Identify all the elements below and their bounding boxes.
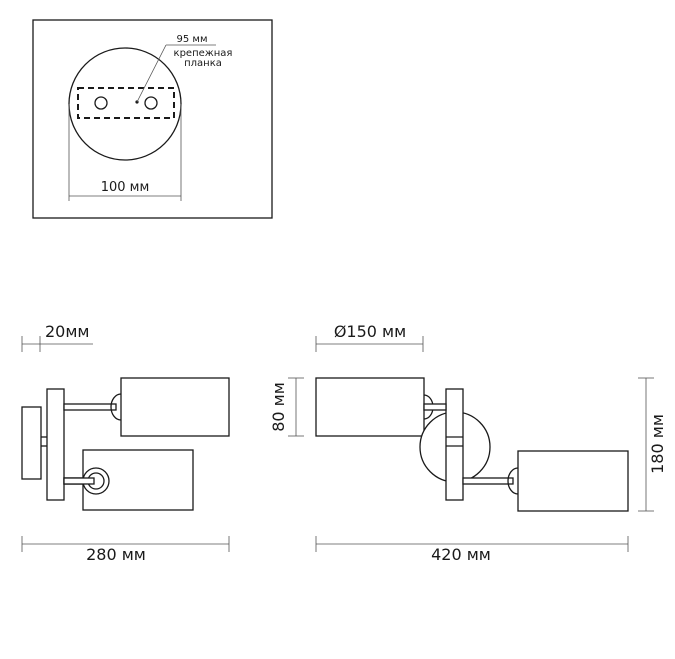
upper-shade-socket [110,393,122,421]
fixture-body [46,388,65,501]
side-view: 20мм 280 мм [21,322,230,564]
bracket-leader-line [136,44,167,103]
lower-arm [462,477,514,485]
front-height-label: 180 мм [648,414,667,474]
fixture-body [445,388,464,501]
plate-name-line1: крепежная [174,48,233,59]
depth-offset-label: 20мм [45,322,90,341]
base-diameter-label: 100 мм [101,180,150,195]
mount-plate-detail: 95 мм крепежная планка 100 мм [32,19,273,219]
upper-arm [423,403,447,411]
base-circle [68,47,182,161]
mounting-bracket [77,87,175,119]
plate-size-label: 95 мм [177,34,208,45]
lower-arm-front [63,477,95,485]
upper-shade [120,377,230,437]
detail-frame [32,19,273,219]
wall-canopy [21,406,42,480]
lower-shade-socket [507,467,519,495]
upper-shade [315,377,425,437]
side-width-label: 280 мм [86,545,146,564]
plate-name-line2: планка [184,58,222,69]
front-view: Ø150 мм 80 мм 180 мм 420 мм [269,322,667,564]
screw-hole-right [144,96,158,110]
shade-height-label: 80 мм [269,382,288,432]
lower-shade [517,450,629,512]
shade-diameter-label: Ø150 мм [334,322,406,341]
upper-arm [63,403,117,411]
front-width-label: 420 мм [431,545,491,564]
screw-hole-left [94,96,108,110]
